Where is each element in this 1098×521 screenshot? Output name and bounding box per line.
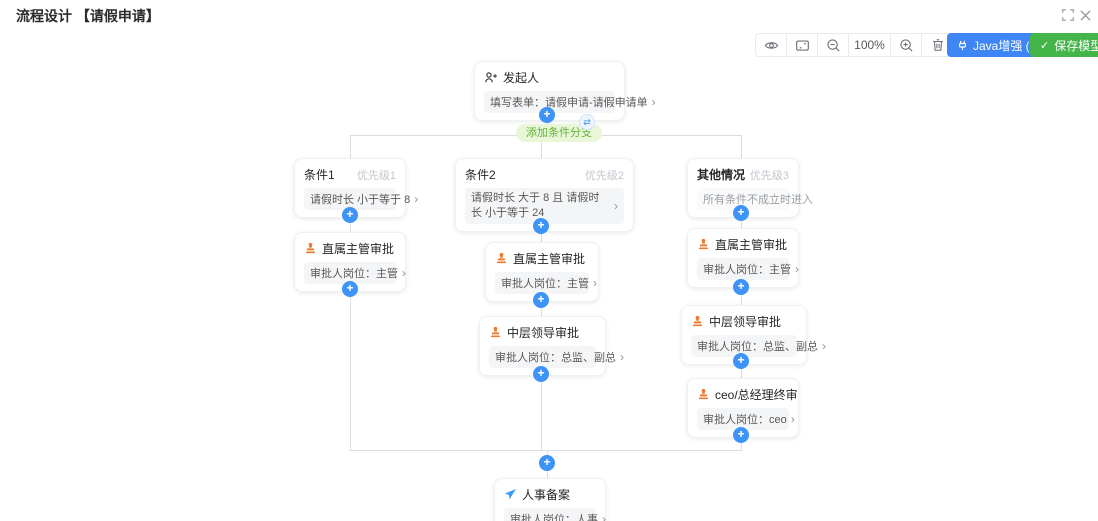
preview-eye-button[interactable]	[756, 34, 787, 56]
check-icon: ✓	[1040, 39, 1050, 52]
condition-expression: 所有条件不成立时进入	[703, 194, 813, 206]
chevron-right-icon: ›	[402, 266, 406, 280]
approval-stamp-icon	[697, 238, 710, 251]
add-node-button[interactable]: +	[733, 279, 749, 295]
node-config-text: 审批人岗位：主管	[310, 268, 398, 280]
chevron-right-icon: ›	[795, 262, 799, 276]
node-title-row: 条件2 优先级2	[465, 166, 624, 183]
node-config-row[interactable]: 审批人岗位：总监、副总 ›	[691, 335, 826, 357]
flow-node-hr-record[interactable]: 人事备案 审批人岗位：人事 ›	[494, 478, 606, 521]
node-title: 发起人	[503, 71, 540, 85]
approval-stamp-icon	[697, 388, 710, 401]
zoom-out-button[interactable]	[818, 34, 849, 56]
delete-button[interactable]	[922, 34, 953, 56]
node-title: 直属主管审批	[715, 238, 788, 252]
condition-title: 条件1	[304, 168, 335, 182]
save-model-button[interactable]: ✓ 保存模型	[1030, 33, 1098, 57]
node-config-row[interactable]: 审批人岗位：主管 ›	[697, 258, 799, 280]
add-node-button[interactable]: +	[342, 207, 358, 223]
condition-title: 其他情况	[697, 168, 746, 182]
condition-expression: 请假时长 小于等于 8	[310, 194, 411, 206]
chevron-right-icon: ›	[614, 198, 618, 213]
node-title-row: 直属主管审批	[697, 236, 789, 253]
node-title: ceo/总经理终审	[715, 388, 798, 402]
save-model-label: 保存模型	[1054, 38, 1098, 53]
connector	[350, 450, 742, 451]
node-title-row: 其他情况 优先级3	[697, 166, 789, 183]
node-title: 中层领导审批	[709, 315, 782, 329]
java-enhance-label: Java增强 (2)	[973, 38, 1041, 53]
close-icon[interactable]	[1078, 8, 1092, 22]
node-config-text: 审批人岗位：主管	[501, 278, 589, 290]
zoom-in-button[interactable]	[891, 34, 922, 56]
node-config-text: 审批人岗位：主管	[703, 264, 791, 276]
node-title: 直属主管审批	[322, 242, 395, 256]
chevron-right-icon: ›	[620, 350, 624, 364]
node-title-row: 条件1 优先级1	[304, 166, 396, 183]
node-config-text: 审批人岗位：ceo	[703, 414, 787, 426]
add-node-button[interactable]: +	[342, 281, 358, 297]
chevron-right-icon: ›	[790, 412, 795, 426]
add-node-button[interactable]: +	[533, 366, 549, 382]
enhance-plug-icon	[957, 40, 968, 51]
zoom-level: 100%	[849, 34, 891, 56]
node-title-row: 直属主管审批	[304, 240, 396, 257]
node-title: 中层领导审批	[507, 326, 580, 340]
condition-expression: 请假时长 大于 8 且 请假时长 小于等于 24	[471, 192, 600, 219]
flow-node-approval[interactable]: 中层领导审批 审批人岗位：总监、副总 ›	[479, 316, 624, 376]
node-title: 人事备案	[522, 488, 571, 502]
node-title-row: 直属主管审批	[495, 250, 589, 267]
chevron-right-icon: ›	[651, 95, 656, 109]
node-config-row[interactable]: 审批人岗位：主管 ›	[304, 262, 406, 284]
fullscreen-icon[interactable]	[1061, 8, 1075, 22]
condition-title: 条件2	[465, 168, 496, 182]
add-condition-branch-button[interactable]: 添加条件分支	[516, 124, 602, 142]
node-title-row: ceo/总经理终审	[697, 386, 798, 403]
initiator-person-icon	[484, 71, 498, 85]
add-node-button[interactable]: +	[533, 218, 549, 234]
minimap-button[interactable]	[787, 34, 818, 56]
add-node-button[interactable]: +	[539, 455, 555, 471]
priority-label: 优先级1	[356, 169, 396, 182]
approval-stamp-icon	[691, 315, 704, 328]
chevron-right-icon: ›	[414, 192, 419, 206]
add-node-button[interactable]: +	[539, 107, 555, 123]
node-config-text: 审批人岗位：总监、副总	[697, 341, 818, 353]
add-node-button[interactable]: +	[533, 292, 549, 308]
node-config-row[interactable]: 审批人岗位：主管 ›	[495, 272, 597, 294]
node-title-row: 中层领导审批	[489, 324, 596, 341]
chevron-right-icon: ›	[602, 512, 606, 521]
priority-label: 优先级3	[749, 169, 789, 182]
condition-expression-row: 所有条件不成立时进入	[697, 188, 813, 210]
node-config-row[interactable]: 审批人岗位：总监、副总 ›	[489, 346, 624, 368]
node-config-row[interactable]: 审批人岗位：ceo ›	[697, 408, 795, 430]
approval-stamp-icon	[489, 326, 502, 339]
priority-label: 优先级2	[584, 169, 624, 182]
chevron-right-icon: ›	[822, 339, 826, 353]
flow-node-approval[interactable]: 直属主管审批 审批人岗位：主管 ›	[687, 228, 799, 288]
send-plane-icon	[504, 488, 517, 501]
add-node-button[interactable]: +	[733, 353, 749, 369]
node-config-row[interactable]: 审批人岗位：人事 ›	[504, 508, 606, 521]
page-title: 流程设计 【请假申请】	[16, 8, 160, 24]
chevron-right-icon: ›	[593, 276, 597, 290]
condition-expression-row[interactable]: 请假时长 大于 8 且 请假时长 小于等于 24 ›	[465, 188, 624, 224]
canvas-toolbar: 100%	[755, 33, 954, 57]
add-node-button[interactable]: +	[733, 205, 749, 221]
node-title: 直属主管审批	[513, 252, 586, 266]
node-config-text: 审批人岗位：人事	[510, 514, 598, 521]
node-title-row: 人事备案	[504, 486, 596, 503]
condition-expression-row[interactable]: 请假时长 小于等于 8 ›	[304, 188, 418, 210]
flow-node-approval-final[interactable]: ceo/总经理终审 审批人岗位：ceo ›	[687, 378, 799, 438]
node-config-row[interactable]: 填写表单：请假申请-请假申请单 ›	[484, 91, 656, 113]
swap-branch-icon[interactable]: ⇄	[579, 114, 595, 130]
node-title-row: 中层领导审批	[691, 313, 797, 330]
node-config-text: 审批人岗位：总监、副总	[495, 352, 616, 364]
node-title-row: 发起人	[484, 69, 615, 86]
node-config-text: 填写表单：请假申请-请假申请单	[490, 97, 648, 109]
flow-node-initiator[interactable]: 发起人 填写表单：请假申请-请假申请单 ›	[474, 61, 656, 121]
add-node-button[interactable]: +	[733, 427, 749, 443]
approval-stamp-icon	[304, 242, 317, 255]
approval-stamp-icon	[495, 252, 508, 265]
